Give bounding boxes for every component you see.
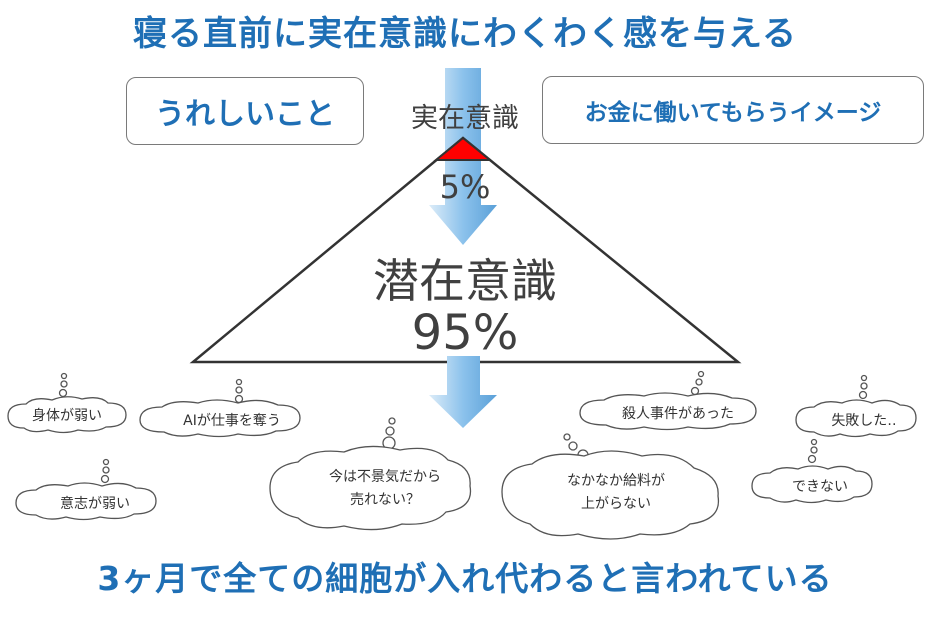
- thought-text-8: できない: [792, 479, 848, 495]
- conscious-label: 実在意識: [411, 103, 519, 134]
- thought-cloud-5: [501, 433, 720, 540]
- happy-things-box: うれしいこと: [126, 77, 364, 145]
- thought-text-4: 今は不景気だから 売れない？: [329, 469, 441, 509]
- subconscious-percent: 95%: [411, 305, 519, 361]
- subconscious-label: 潜在意識: [373, 254, 557, 308]
- thought-cloud-1: [7, 372, 127, 434]
- thought-text-1: 身体が弱い: [32, 408, 102, 424]
- thought-cloud-2: [139, 378, 301, 438]
- bottom-title: 3ヶ月で全ての細胞が入れ代わると言われている: [97, 559, 833, 598]
- thought-cloud-3: [15, 458, 157, 521]
- thought-text-7: 失敗した‥: [831, 413, 897, 429]
- thought-cloud-4: [269, 417, 472, 531]
- thought-text-3: 意志が弱い: [60, 496, 130, 512]
- thought-cloud-8: [751, 438, 873, 504]
- conscious-percent: 5%: [439, 168, 491, 206]
- thought-text-5: なかなか給料が 上がらない: [567, 473, 665, 513]
- conscious-tip: [433, 136, 493, 161]
- thought-text-2: AIが仕事を奪う: [183, 413, 281, 429]
- bottom-arrow: [429, 356, 497, 428]
- thought-cloud-6: [579, 370, 757, 431]
- thought-cloud-7: [795, 374, 917, 438]
- thought-text-6: 殺人事件があった: [622, 406, 734, 422]
- money-image-box: お金に働いてもらうイメージ: [542, 76, 924, 144]
- top-title: 寝る直前に実在意識にわくわく感を与える: [133, 14, 797, 54]
